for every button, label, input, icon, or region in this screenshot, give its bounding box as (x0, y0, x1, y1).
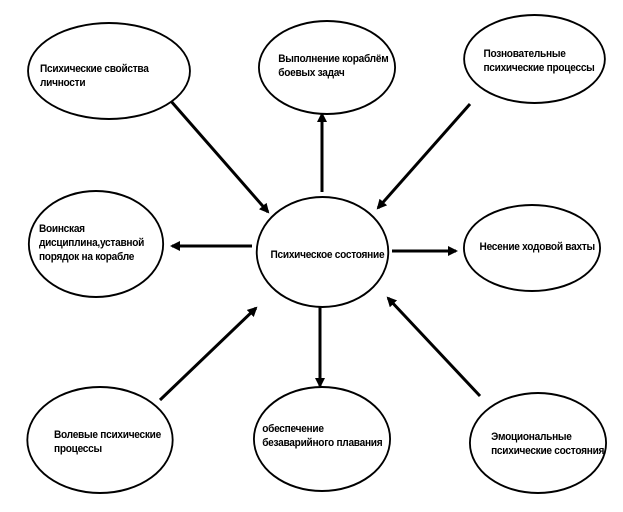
node-volitional-processes: Волевые психические процессы (26, 386, 174, 494)
node-volitional-processes-label: Волевые психические процессы (54, 429, 161, 455)
edge-top-left-to-center (168, 99, 270, 214)
node-personality-properties: Психические свойства личности (27, 22, 191, 120)
edge-top-right-to-center (376, 103, 472, 210)
node-accident-free-sailing: обеспечение безаварийного плавания (253, 386, 391, 492)
node-military-discipline: Воинская дисциплина,уставной порядок на … (27, 190, 165, 298)
node-personality-properties-label: Психические свойства личности (39, 63, 149, 89)
node-military-discipline-label: Воинская дисциплина,уставной порядок на … (38, 223, 145, 263)
node-emotional-states-label: Эмоциональные психические состояния (491, 431, 605, 457)
node-navigation-watch-label: Несение ходовой вахты (479, 241, 596, 253)
node-mental-state-label: Психическое состояние (270, 249, 385, 261)
node-accident-free-sailing-label: обеспечение безаварийного плавания (262, 423, 383, 449)
node-emotional-states: Эмоциональные психические состояния (469, 392, 607, 494)
node-navigation-watch: Несение ходовой вахты (463, 204, 601, 292)
edge-bottom-right-to-center (386, 296, 482, 398)
node-cognitive-processes: Позновательные психические процессы (463, 14, 606, 104)
node-combat-tasks-label: Выполнение кораблём боевых задач (278, 53, 389, 79)
node-combat-tasks: Выполнение кораблём боевых задач (258, 20, 396, 115)
node-cognitive-processes-label: Позновательные психические процессы (483, 48, 595, 74)
node-mental-state: Психическое состояние (255, 196, 390, 308)
edge-bottom-left-to-center (158, 306, 258, 402)
